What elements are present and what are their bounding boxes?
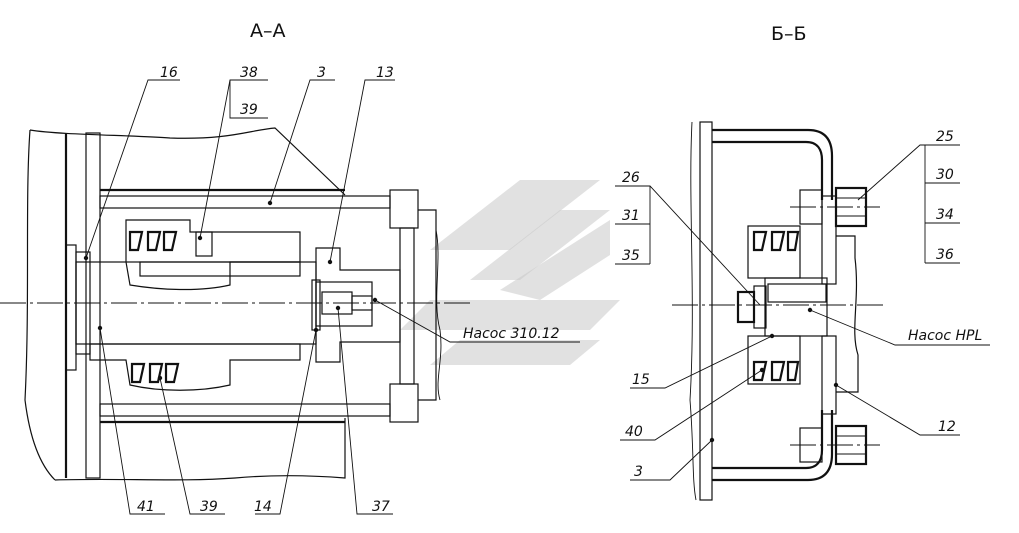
title-section-aa: А–А bbox=[250, 20, 286, 42]
label-12: 12 bbox=[938, 419, 956, 435]
hub-upper bbox=[747, 225, 801, 279]
section-bb bbox=[615, 121, 990, 501]
leaders-bb bbox=[615, 144, 990, 481]
coupling-13 bbox=[315, 247, 401, 363]
label-38: 38 bbox=[240, 65, 258, 81]
label-13: 13 bbox=[376, 65, 394, 81]
label-41: 41 bbox=[137, 499, 155, 515]
hub-lower bbox=[747, 335, 801, 385]
pump-shaft bbox=[764, 277, 828, 337]
bracket-lower bbox=[821, 335, 837, 415]
title-section-bb: Б–Б bbox=[771, 23, 807, 45]
label-34: 34 bbox=[936, 207, 954, 223]
sleeve-bottom bbox=[99, 403, 391, 417]
label-37: 37 bbox=[372, 499, 390, 515]
label-36: 36 bbox=[936, 247, 954, 263]
label-pump-hpl: Насос HPL bbox=[908, 328, 982, 344]
bracket-upper bbox=[821, 195, 837, 285]
sleeve-top bbox=[99, 195, 391, 209]
label-25: 25 bbox=[936, 129, 954, 145]
section-aa bbox=[0, 79, 580, 515]
bolt-upper bbox=[790, 186, 880, 228]
label-3-bb: 3 bbox=[634, 464, 643, 480]
label-35: 35 bbox=[622, 248, 640, 264]
watermark-logo bbox=[400, 180, 620, 365]
label-26: 26 bbox=[622, 170, 640, 186]
label-15: 15 bbox=[632, 372, 650, 388]
seal-lower bbox=[130, 362, 180, 384]
label-16: 16 bbox=[160, 65, 178, 81]
housing-break-left bbox=[24, 129, 56, 481]
label-31: 31 bbox=[622, 208, 640, 224]
leaders-aa bbox=[85, 79, 580, 515]
flange-plate bbox=[85, 132, 101, 479]
label-3-aa: 3 bbox=[317, 65, 326, 81]
gear-hub-lower bbox=[89, 343, 301, 391]
label-40: 40 bbox=[625, 424, 643, 440]
label-14: 14 bbox=[254, 499, 272, 515]
label-30: 30 bbox=[936, 167, 954, 183]
housing-break-top bbox=[29, 127, 346, 196]
label-39-top: 39 bbox=[240, 102, 258, 118]
wall-plate-3 bbox=[699, 121, 713, 501]
bolt-lower bbox=[790, 424, 880, 466]
label-pump-310: Насос 310.12 bbox=[463, 326, 560, 342]
gear-hub-upper bbox=[125, 219, 301, 291]
housing-break-bottom bbox=[54, 418, 346, 481]
label-39-bottom: 39 bbox=[200, 499, 218, 515]
seal-upper bbox=[128, 230, 178, 252]
